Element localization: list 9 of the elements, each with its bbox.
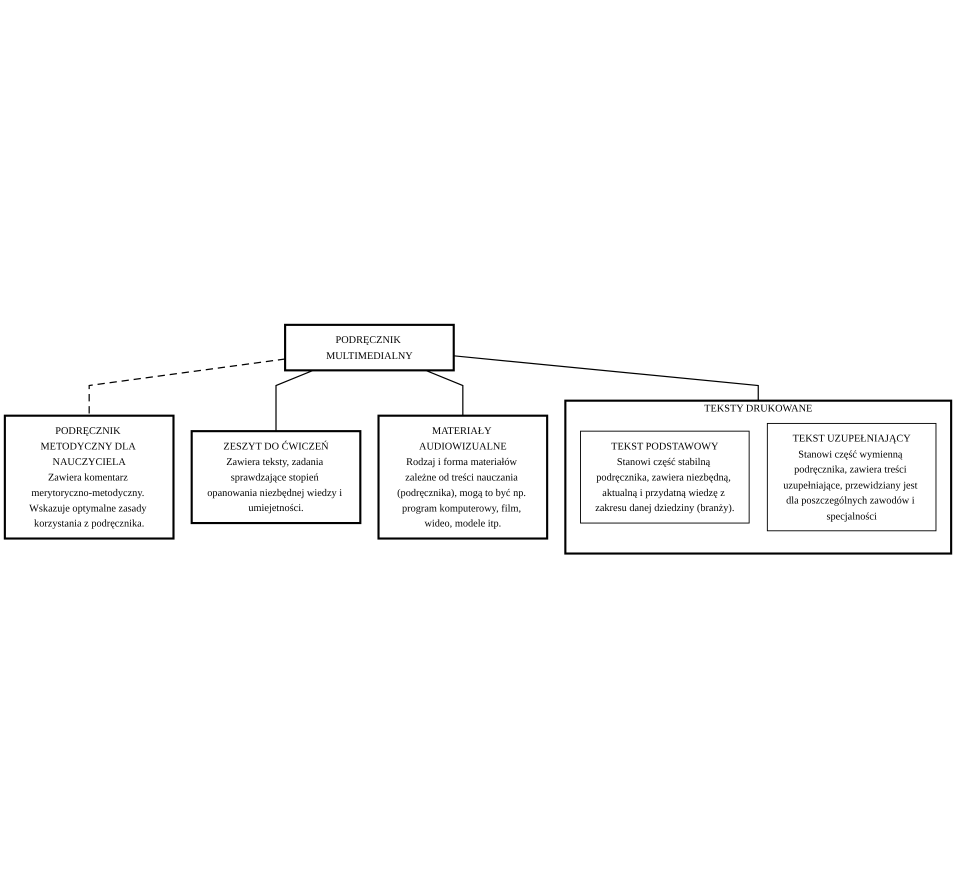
node-box: PODRĘCZNIK METODYCZNY DLA NAUCZYCIELA Zawiera komentarz merytoryczno-metodyczny. Wskazuje optymalne zasady korzystania z podręcznika. <box>4 414 175 540</box>
connector <box>275 370 314 431</box>
node-box: PODRĘCZNIK MULTIMEDIALNY <box>284 324 455 372</box>
connector <box>454 355 759 400</box>
node-box: MATERIAŁY AUDIOWIZUALNE Rodzaj i forma materiałów zależne od treści nauczania (podręcznika), mogą to być np. program komputerowy, film, wideo, modele itp. <box>377 414 548 540</box>
node-box: TEKST UZUPEŁNIAJĄCY Stanowi część wymienną podręcznika, zawiera treści uzupełniające, przewidziany jest dla poszczególnych zawodów i specjalności <box>766 422 936 532</box>
node-box: TEKST PODSTAWOWY Stanowi część stabilną podręcznika, zawiera niezbędną, aktualną i przydatną wiedzę z zakresu danej dziedziny (branży). <box>580 430 750 524</box>
connector <box>88 358 286 416</box>
node-box: ZESZYT DO ĆWICZEŃ Zawiera teksty, zadania sprawdzające stopień opanowania niezbędnej wiedzy i umiejetności. <box>190 430 362 524</box>
